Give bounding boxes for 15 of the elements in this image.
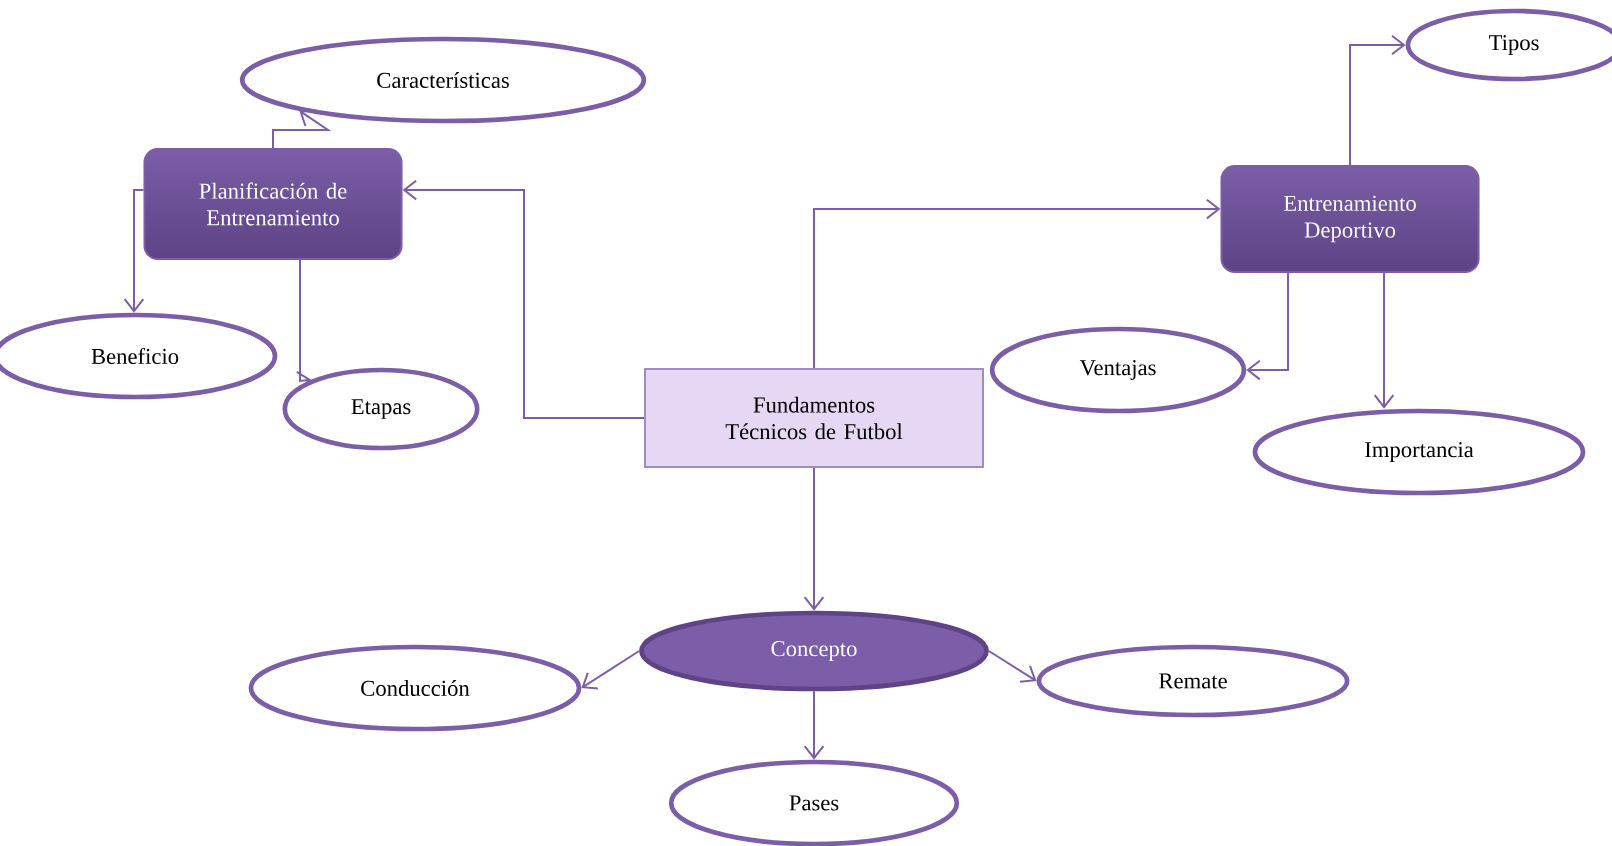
arrow	[581, 650, 641, 690]
topic-box: Fundamentos Técnicos de Futbol	[644, 368, 984, 468]
arrow	[1349, 34, 1406, 166]
arrow	[123, 189, 145, 313]
arrow	[803, 467, 825, 611]
arrow	[987, 650, 1037, 683]
arrow	[295, 259, 312, 392]
arrow	[803, 690, 825, 760]
subtopic-box: Planificación de Entrenamiento	[143, 148, 403, 260]
arrow	[402, 179, 645, 419]
subtopic-box: Entrenamiento Deportivo	[1220, 165, 1480, 273]
arrow	[813, 198, 1221, 369]
arrow	[1246, 272, 1289, 381]
arrow	[272, 109, 332, 149]
arrow	[1373, 272, 1395, 409]
